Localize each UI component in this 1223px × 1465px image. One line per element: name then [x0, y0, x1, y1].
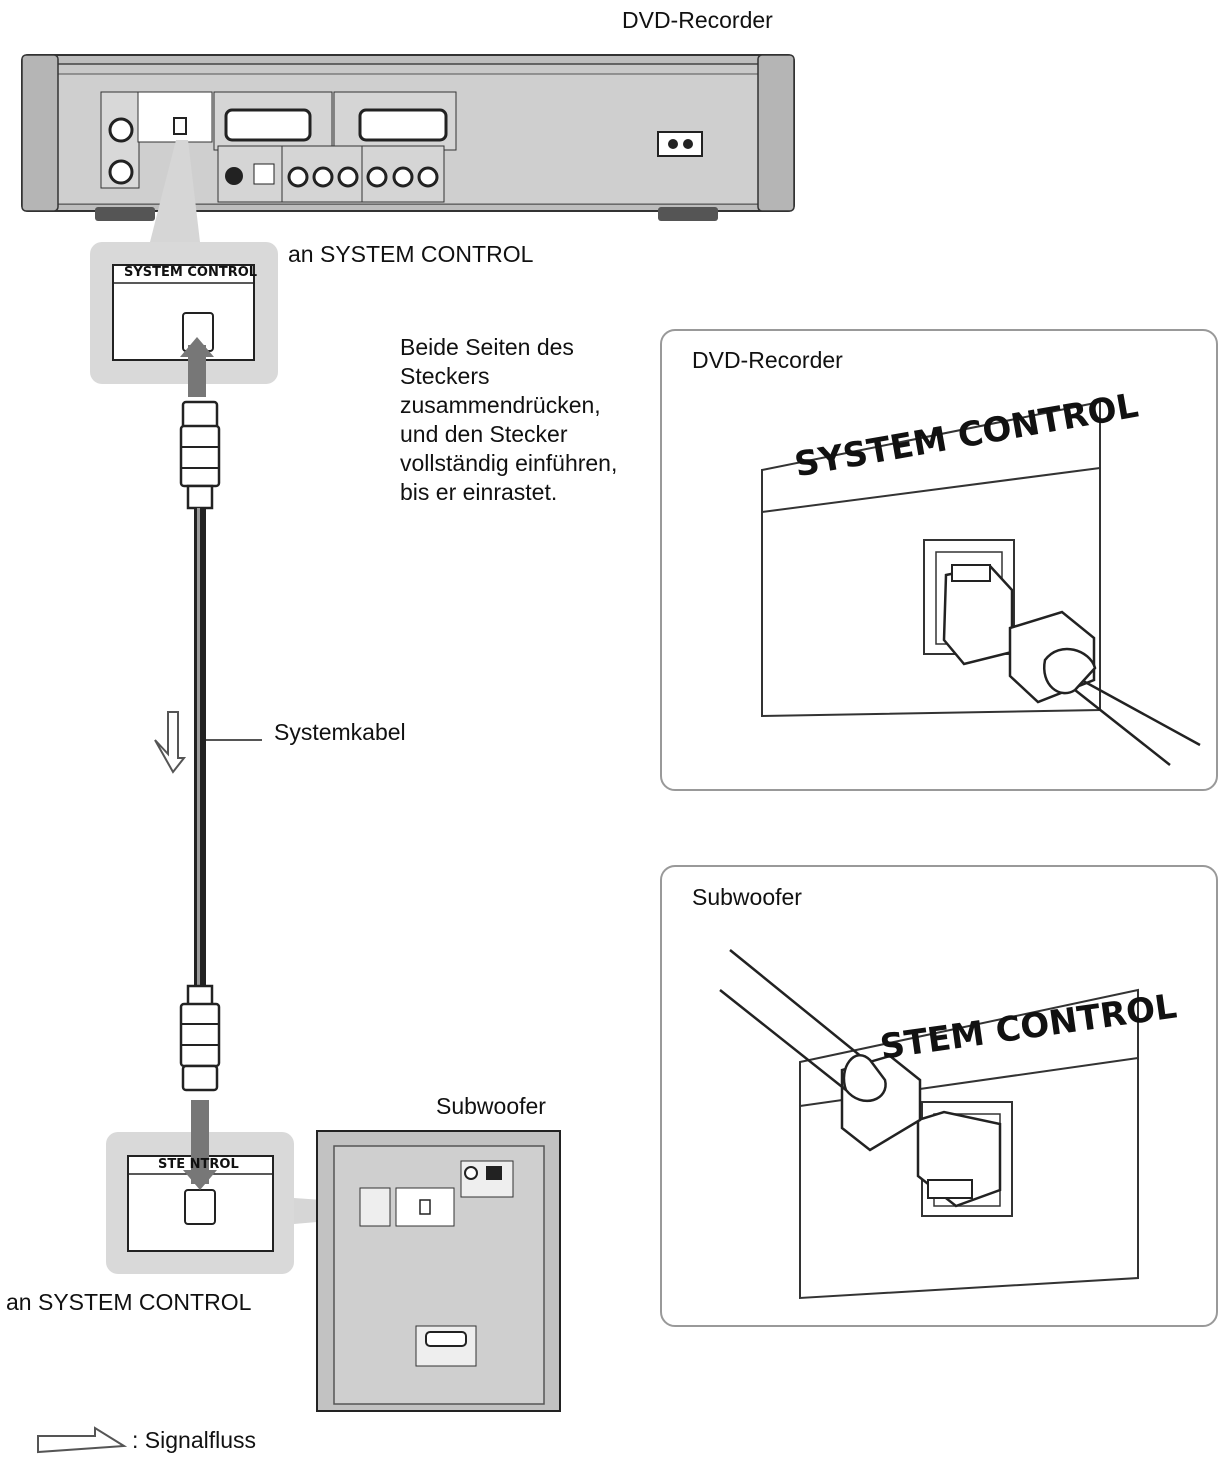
subwoofer-label: Subwoofer — [436, 1093, 546, 1119]
instruction-text: Beide Seiten des Steckers zusammendrücke… — [400, 334, 618, 505]
bottom-port-callout — [106, 1132, 294, 1274]
signal-flow-arrow-icon — [154, 711, 187, 774]
top-cable-plug — [179, 400, 221, 510]
recorder-closeup-panel — [660, 329, 1218, 791]
signal-flow-legend: : Signalfluss — [132, 1427, 257, 1453]
bottom-callout-port-label: STE NTROL — [158, 1157, 239, 1172]
top-port-callout — [90, 242, 278, 384]
bottom-cable-plug — [179, 984, 221, 1092]
top-callout-port-label: SYSTEM CONTROL — [124, 265, 258, 280]
system-cable-label: Systemkabel — [274, 719, 406, 745]
subwoofer-panel-title: Subwoofer — [692, 884, 802, 910]
recorder-panel-title: DVD-Recorder — [692, 347, 843, 373]
dvd-recorder-illustration — [21, 54, 795, 221]
legend-signal-arrow-icon — [37, 1426, 128, 1454]
subwoofer-closeup-panel — [660, 865, 1218, 1327]
top-system-control-label: an SYSTEM CONTROL — [288, 241, 534, 267]
bottom-system-control-label: an SYSTEM CONTROL — [6, 1289, 252, 1315]
dvd-recorder-title: DVD-Recorder — [622, 7, 773, 33]
subwoofer-illustration — [316, 1130, 561, 1412]
